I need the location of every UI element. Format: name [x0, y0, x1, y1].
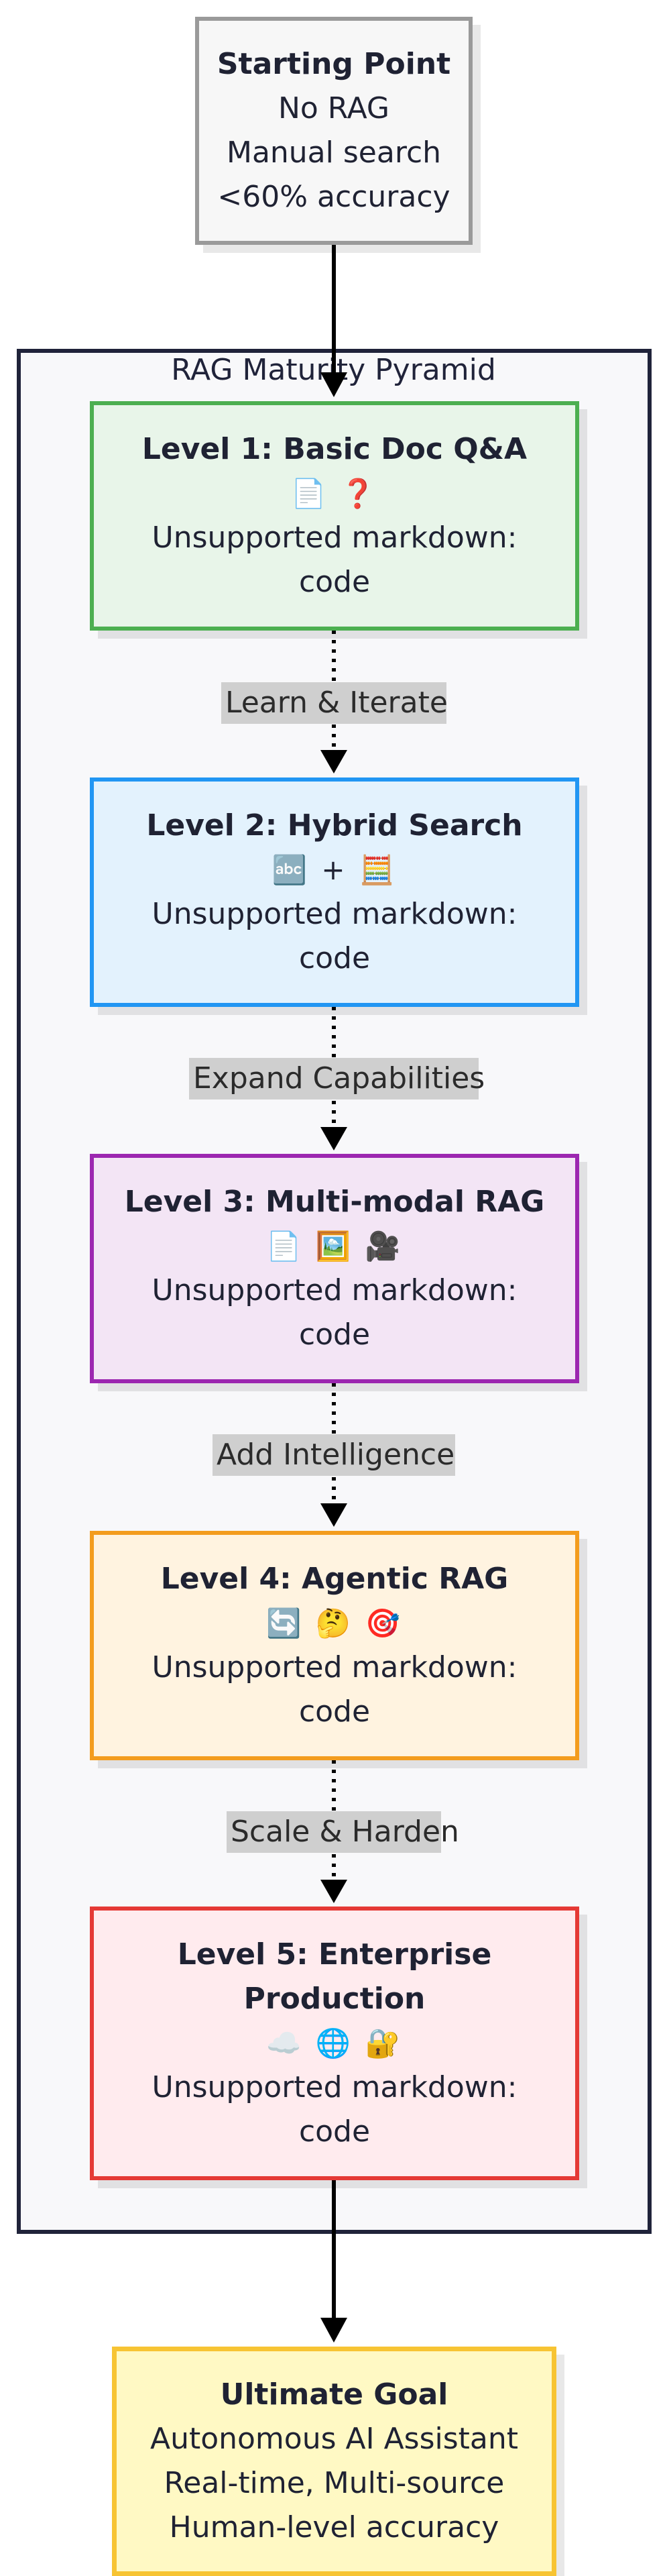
level4-to-level5-arrowhead — [320, 1880, 347, 1903]
edge-label-expand-capabilities: Expand Capabilities — [189, 1058, 485, 1099]
document-question-icons: 📄 ❓ — [291, 477, 378, 510]
level-5-title-continued: Production — [243, 1982, 426, 2016]
level-1-note-code: code — [298, 565, 371, 599]
level-1-title: Level 1: Basic Doc Q&A — [141, 432, 528, 466]
ultimate-goal-title: Ultimate Goal — [220, 2377, 448, 2412]
starting-point-title: Starting Point — [217, 47, 451, 81]
level-3-node: Level 3: Multi-modal RAG 📄 🖼️ 🎥 Unsuppor… — [90, 1154, 579, 1383]
level-2-note: Unsupported markdown: — [151, 897, 518, 931]
ultimate-goal-line: Autonomous AI Assistant — [149, 2422, 519, 2456]
level-4-node: Level 4: Agentic RAG 🔄 🤔 🎯 Unsupported m… — [90, 1531, 579, 1760]
cycle-thinking-target-icons: 🔄 🤔 🎯 — [266, 1607, 403, 1640]
level-4-note-code: code — [298, 1695, 371, 1729]
ultimate-goal-node: Ultimate Goal Autonomous AI Assistant Re… — [112, 2347, 556, 2576]
level-1-node: Level 1: Basic Doc Q&A 📄 ❓ Unsupported m… — [90, 401, 579, 631]
ultimate-goal-line: Real-time, Multi-source — [164, 2466, 505, 2500]
level-2-title: Level 2: Hybrid Search — [146, 808, 523, 843]
level-5-note-code: code — [298, 2114, 371, 2149]
level-5-title: Level 5: Enterprise — [177, 1937, 492, 1972]
level-5-note: Unsupported markdown: — [151, 2070, 518, 2104]
edge-label-add-intelligence: Add Intelligence — [213, 1434, 455, 1476]
edge-label-scale-harden: Scale & Harden — [227, 1811, 459, 1853]
level3-to-level4-arrowhead — [320, 1503, 347, 1527]
level2-to-level3-arrowhead — [320, 1127, 347, 1150]
starting-point-line: Manual search — [226, 136, 442, 170]
level-3-note: Unsupported markdown: — [151, 1273, 518, 1307]
level-5-node: Level 5: Enterprise Production ☁️ 🌐 🔐 Un… — [90, 1907, 579, 2180]
starting-point-line: <60% accuracy — [217, 180, 450, 214]
ultimate-goal-line: Human-level accuracy — [169, 2510, 499, 2544]
starting-point-line: No RAG — [278, 91, 390, 125]
level-2-node: Level 2: Hybrid Search 🔤 + 🧮 Unsupported… — [90, 777, 579, 1007]
level-4-title: Level 4: Agentic RAG — [160, 1562, 509, 1596]
starting-point-node: Starting Point No RAG Manual search <60%… — [195, 17, 473, 245]
level-2-note-code: code — [298, 941, 371, 975]
level1-to-level2-arrowhead — [320, 750, 347, 773]
level-4-note: Unsupported markdown: — [151, 1650, 518, 1684]
document-image-camera-icons: 📄 🖼️ 🎥 — [266, 1230, 403, 1263]
level5-to-goal-arrowhead — [320, 2318, 347, 2343]
level-1-note: Unsupported markdown: — [151, 521, 518, 555]
level-3-title: Level 3: Multi-modal RAG — [124, 1185, 545, 1219]
cloud-globe-lock-icons: ☁️ 🌐 🔐 — [266, 2027, 403, 2059]
level-3-note-code: code — [298, 1318, 371, 1352]
text-plus-abacus-icons: 🔤 + 🧮 — [271, 853, 398, 886]
edge-label-learn-iterate: Learn & Iterate — [221, 682, 448, 724]
start-to-level1-arrowhead — [320, 372, 347, 397]
